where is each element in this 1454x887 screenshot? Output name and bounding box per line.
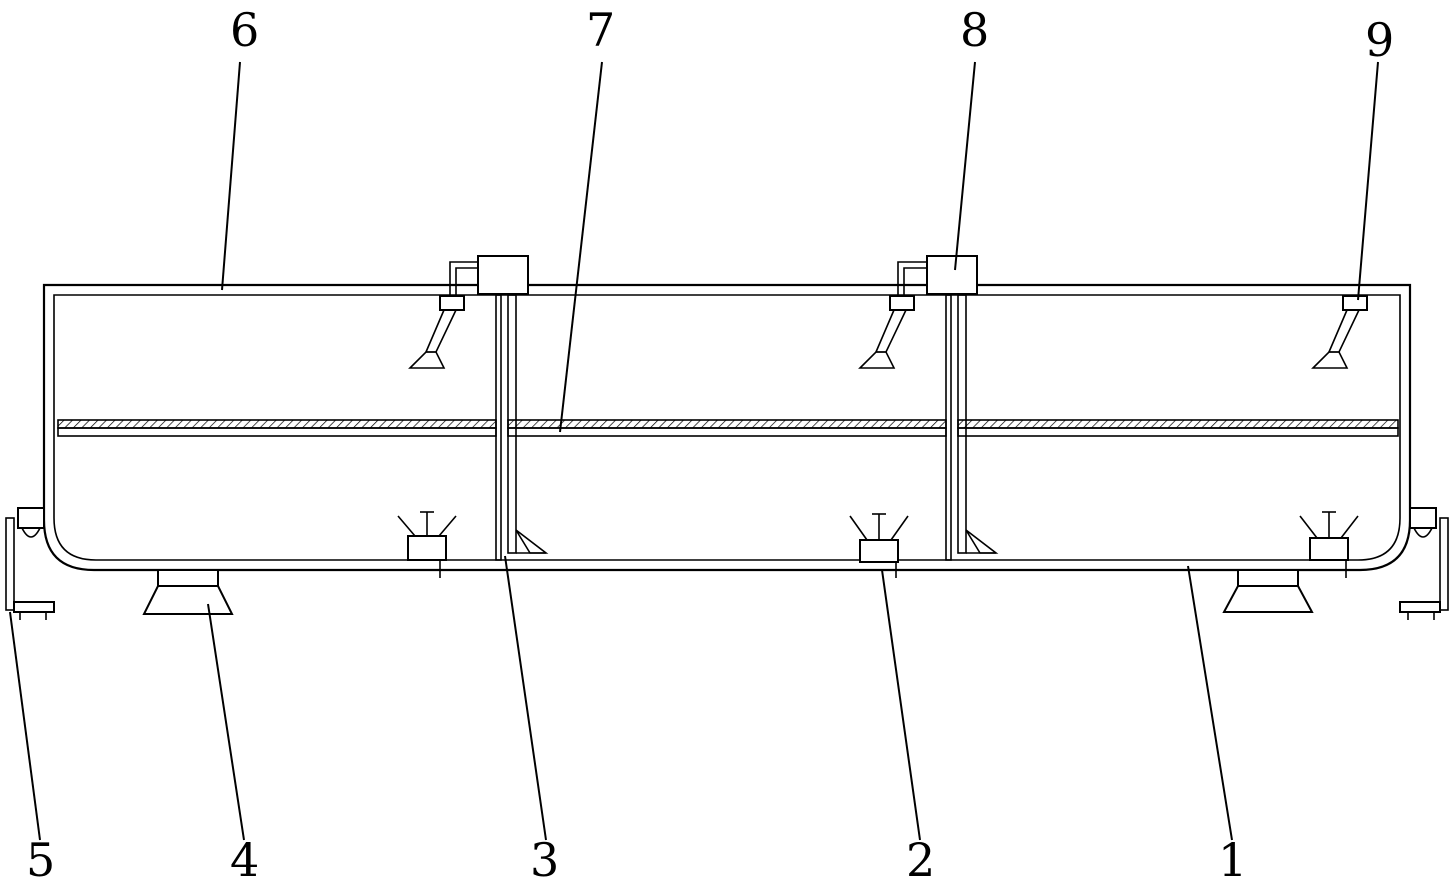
spray-nozzle-3 — [1311, 295, 1368, 369]
callout-5: 5 — [26, 833, 55, 887]
agitator-3 — [1299, 511, 1359, 578]
callout-6: 6 — [230, 3, 259, 57]
side-bracket-left — [5, 507, 55, 620]
tank-body — [42, 283, 1412, 572]
spray-nozzle-1 — [408, 295, 465, 369]
top-pump-left — [449, 255, 529, 296]
callout-2: 2 — [906, 833, 935, 887]
filter-plates — [57, 419, 1399, 437]
callout-1: 1 — [1218, 833, 1247, 887]
leader-lines — [9, 61, 1379, 841]
callout-8: 8 — [960, 3, 989, 57]
top-pump-right — [897, 255, 978, 296]
callout-9: 9 — [1365, 13, 1394, 67]
agitator-2 — [849, 513, 909, 578]
support-foot-right — [1222, 569, 1314, 613]
callout-3: 3 — [530, 833, 559, 887]
callout-4: 4 — [230, 833, 259, 887]
callout-7: 7 — [586, 3, 615, 57]
side-bracket-right — [1399, 507, 1449, 620]
agitator-1 — [397, 511, 457, 578]
spray-nozzle-2 — [858, 295, 915, 369]
support-foot-left — [142, 569, 234, 615]
